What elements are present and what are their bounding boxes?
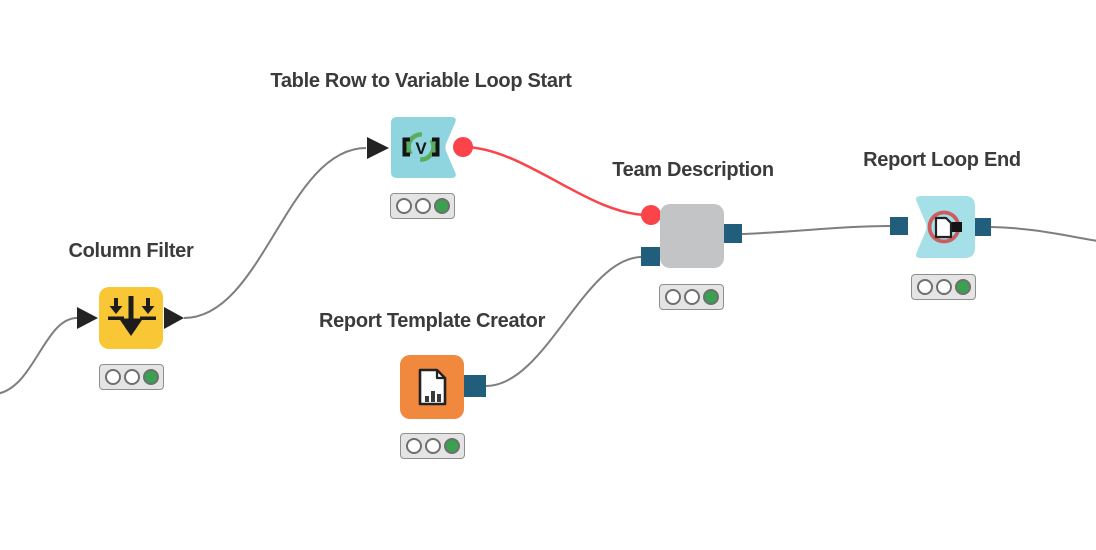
status-traffic-light-loop-start	[390, 193, 455, 219]
node-label-column-filter[interactable]: Column Filter	[68, 240, 194, 262]
status-dot-red-off	[664, 289, 681, 305]
team-description-report-input-port[interactable]	[641, 247, 660, 266]
edge-flow-variable-loop-start-to-team-description[interactable]	[462, 145, 649, 217]
report-loop-end-input-port[interactable]	[890, 217, 908, 235]
status-dot-yellow-off	[683, 289, 700, 305]
node-label-table-row-to-variable-loop-start[interactable]: Table Row to Variable Loop Start	[270, 70, 572, 92]
status-dot-red-off	[395, 198, 412, 214]
loop-start-flow-variable-output-port[interactable]	[453, 137, 473, 157]
status-dot-green-on	[433, 198, 450, 214]
edge-report-loop-end-outgoing[interactable]	[990, 226, 1096, 242]
loop-start-input-port[interactable]	[367, 137, 389, 159]
status-traffic-light-report-template-creator	[400, 433, 465, 459]
status-dot-green-on	[142, 369, 159, 385]
status-dot-red-off	[405, 438, 422, 454]
node-label-report-template-creator[interactable]: Report Template Creator	[318, 310, 546, 332]
column-filter-output-port[interactable]	[164, 307, 184, 329]
edge-incoming-to-column-filter[interactable]	[0, 317, 78, 394]
edge-column-filter-to-loop-start[interactable]	[183, 147, 367, 319]
column-filter-icon	[108, 296, 156, 336]
status-dot-yellow-off	[424, 438, 441, 454]
edge-report-template-creator-to-team-description[interactable]	[485, 256, 643, 387]
status-dot-green-on	[443, 438, 460, 454]
status-traffic-light-team-description	[659, 284, 724, 310]
report-template-creator-icon	[418, 368, 447, 406]
status-dot-red-off	[104, 369, 121, 385]
status-dot-yellow-off	[123, 369, 140, 385]
edge-team-description-to-report-loop-end[interactable]	[741, 225, 892, 235]
node-label-team-description[interactable]: Team Description	[612, 159, 774, 181]
team-description-flow-variable-input-port[interactable]	[641, 205, 661, 225]
status-traffic-light-column-filter	[99, 364, 164, 390]
status-dot-yellow-off	[935, 279, 952, 295]
status-dot-red-off	[916, 279, 933, 295]
report-loop-end-output-port[interactable]	[973, 218, 991, 236]
loop-start-icon-glyph: V	[415, 139, 427, 158]
loop-start-node[interactable]	[391, 117, 456, 178]
report-loop-end-icon	[927, 210, 962, 244]
report-template-creator-output-port[interactable]	[464, 375, 486, 397]
column-filter-input-port[interactable]	[77, 307, 98, 329]
table-row-to-variable-loop-start-icon: V	[402, 132, 440, 162]
team-description-output-port[interactable]	[723, 224, 742, 243]
node-label-report-loop-end[interactable]: Report Loop End	[863, 149, 1021, 171]
team-description-node[interactable]	[660, 204, 724, 268]
status-traffic-light-report-loop-end	[911, 274, 976, 300]
status-dot-yellow-off	[414, 198, 431, 214]
status-dot-green-on	[954, 279, 971, 295]
status-dot-green-on	[702, 289, 719, 305]
